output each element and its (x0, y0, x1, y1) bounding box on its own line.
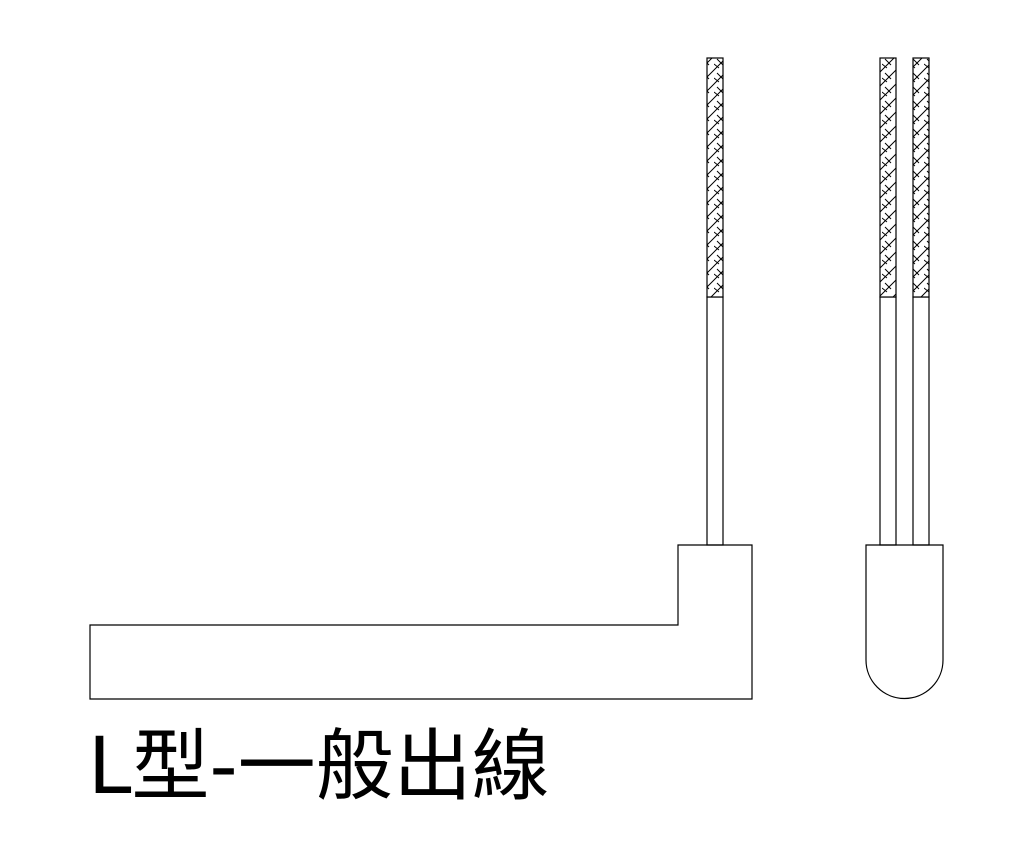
rounded-heater-end (865, 544, 944, 700)
drawing-caption: L型-一般出線 (88, 722, 550, 812)
lead-wire-right (912, 296, 930, 546)
lead-wire-left (879, 296, 897, 546)
lead-wire (706, 296, 724, 546)
l-shaped-heater-body (89, 544, 753, 700)
braided-sleeve-right (912, 57, 930, 298)
braided-sleeve-left (879, 57, 897, 298)
braided-lead-wire-sleeve (706, 57, 724, 298)
